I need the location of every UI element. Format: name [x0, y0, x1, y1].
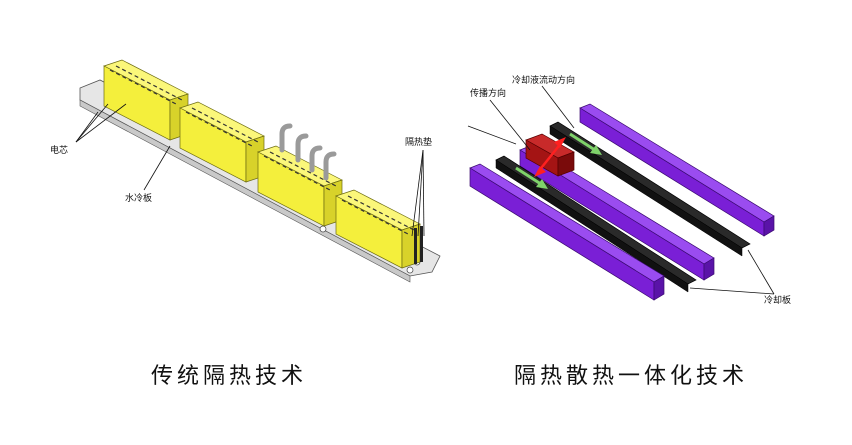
label-cell: 电芯: [50, 146, 69, 156]
label-cold-plate: 冷却板: [764, 296, 792, 306]
dark-cold-plate-2: [495, 155, 697, 293]
battery-module-diagram: [75, 59, 441, 283]
caption-integrated: 隔热散热一体化技术: [514, 364, 749, 389]
purple-cell-row-3: [469, 163, 665, 301]
label-water-cooling-plate: 水冷板: [125, 194, 153, 204]
integrated-insulation-panel: 冷却液流动方向 传播方向 冷却板 隔热散热一体化技术: [430, 0, 852, 445]
label-coolant-flow-direction: 冷却液流动方向: [512, 76, 576, 86]
heat-arrow-icon: [534, 137, 566, 177]
caption-traditional: 传统隔热技术: [151, 364, 308, 389]
label-propagation-direction: 传播方向: [470, 89, 507, 99]
integrated-module-diagram: [467, 85, 775, 301]
cooling-pipe-icon: [279, 123, 337, 181]
label-insulation-pad: 隔热垫: [405, 138, 433, 148]
cell-group-4: [335, 189, 421, 269]
cell-group-2: [179, 101, 265, 183]
insulation-pads: [414, 226, 423, 264]
flow-arrow-icon: [515, 132, 602, 189]
cell-group-1: [103, 59, 189, 141]
traditional-insulation-panel: 电芯 水冷板 隔热垫 传统隔热技术: [50, 59, 441, 389]
cell-group-3: [257, 145, 343, 227]
hot-cell: [525, 133, 575, 177]
purple-cell-row-1: [579, 103, 775, 237]
purple-cell-row-2: [519, 145, 715, 281]
